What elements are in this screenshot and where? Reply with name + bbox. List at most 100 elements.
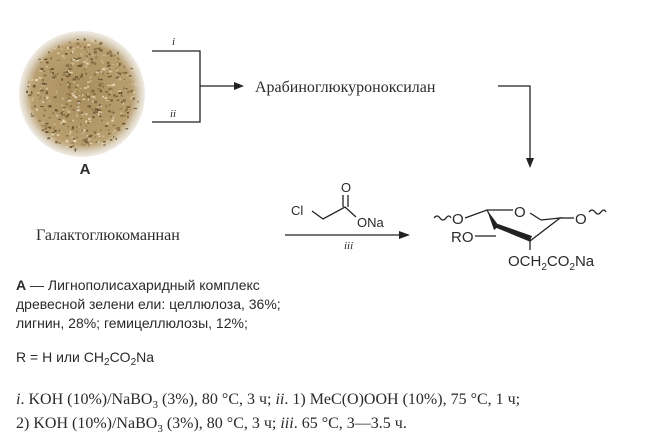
footnote-line1: i. KOH (10%)/NaBO3 (3%), 80 °C, 3 ч; ii.… — [16, 391, 520, 411]
sample-speckle — [54, 76, 57, 78]
sample-speckle — [122, 99, 126, 102]
sample-speckle — [122, 115, 127, 117]
sample-speckle — [54, 109, 58, 111]
sample-speckle — [103, 141, 106, 143]
sample-speckle — [98, 77, 100, 81]
sample-speckle — [93, 63, 97, 65]
sample-speckle — [83, 68, 86, 71]
sample-speckle — [81, 129, 85, 132]
sample-speckle — [98, 104, 102, 106]
sample-speckle — [105, 140, 108, 143]
sample-speckle — [69, 120, 72, 122]
sample-speckle — [76, 94, 79, 97]
carbonyl-o: O — [341, 180, 351, 195]
sample-speckle — [125, 88, 128, 90]
sample-speckle — [92, 100, 95, 103]
sample-speckle — [75, 76, 78, 78]
sample-speckle — [78, 57, 82, 59]
sample-speckle — [26, 90, 28, 94]
sample-speckle — [81, 94, 85, 97]
sample-speckle — [71, 50, 74, 53]
sample-speckle — [58, 129, 61, 132]
sample-speckle — [65, 115, 68, 118]
sample-speckle — [117, 61, 119, 64]
sample-speckle — [65, 75, 70, 78]
sample-speckle — [40, 89, 43, 92]
sample-speckle — [45, 131, 49, 134]
sample-speckle — [107, 64, 110, 66]
sample-speckle — [41, 101, 45, 103]
sample-speckle — [117, 64, 120, 68]
sample-speckle — [110, 68, 113, 71]
sample-speckle — [129, 77, 132, 79]
sample-speckle — [96, 109, 100, 111]
sample-speckle — [67, 46, 69, 50]
sample-speckle — [118, 78, 122, 81]
sample-speckle — [112, 83, 116, 86]
sample-speckle — [112, 124, 116, 127]
sample-speckle — [81, 143, 84, 146]
reaction-arrow — [285, 231, 410, 239]
sample-speckle — [113, 136, 115, 139]
sample-speckle — [44, 109, 46, 112]
sample-speckle — [106, 122, 109, 125]
sample-speckle — [30, 115, 35, 117]
sample-speckle — [53, 127, 55, 129]
sample-speckle — [55, 140, 58, 144]
sample-speckle — [118, 92, 122, 94]
sample-speckle — [71, 127, 74, 130]
sample-speckle — [67, 114, 70, 116]
sample-speckle — [69, 90, 72, 93]
sample-speckle — [109, 70, 112, 73]
sample-speckle — [92, 92, 97, 96]
sample-speckle — [87, 141, 89, 145]
sample-speckle — [76, 104, 78, 107]
sample-speckle — [117, 75, 119, 78]
sample-speckle — [93, 51, 97, 54]
sample-speckle — [40, 96, 42, 98]
sample-speckle — [130, 83, 135, 85]
sample-speckle — [113, 129, 117, 132]
sample-speckle — [61, 111, 65, 113]
sample-speckle — [92, 54, 94, 57]
sample-speckle — [67, 87, 71, 90]
sample-speckle — [84, 139, 87, 142]
sample-speckle — [31, 79, 34, 81]
sample-speckle — [133, 107, 138, 110]
sample-speckle — [117, 129, 121, 131]
sample-speckle — [64, 53, 68, 55]
sample-speckle — [72, 138, 76, 140]
sample-speckle — [44, 127, 47, 130]
sample-speckle — [41, 125, 44, 127]
sample-speckle — [32, 97, 35, 100]
sample-speckle — [62, 107, 64, 109]
sample-speckle — [123, 71, 128, 74]
sample-speckle — [85, 125, 87, 127]
sample-speckle — [70, 64, 73, 67]
sample-speckle — [63, 71, 66, 73]
sample-speckle — [98, 135, 101, 138]
sample-speckle — [68, 73, 72, 76]
sample-speckle — [75, 86, 77, 89]
sample-speckle — [109, 133, 112, 136]
sample-speckle — [104, 67, 108, 69]
sample-speckle — [90, 58, 94, 61]
sample-speckle — [38, 77, 42, 79]
sample-speckle — [78, 126, 81, 128]
sample-speckle — [79, 45, 82, 48]
sample-speckle — [76, 107, 79, 109]
sample-speckle — [68, 69, 70, 73]
sample-speckle — [50, 57, 52, 60]
sample-speckle — [43, 114, 45, 117]
sample-speckle — [94, 111, 97, 113]
sample-speckle — [62, 74, 66, 76]
sample-speckle — [103, 144, 106, 146]
sample-speckle — [127, 124, 129, 126]
sample-speckle — [111, 111, 114, 113]
sample-speckle — [114, 114, 116, 116]
o-right: O — [575, 211, 587, 228]
sample-speckle — [118, 90, 122, 92]
sample-speckle — [60, 112, 63, 115]
sample-speckle — [96, 71, 99, 74]
sample-speckle — [54, 129, 57, 133]
